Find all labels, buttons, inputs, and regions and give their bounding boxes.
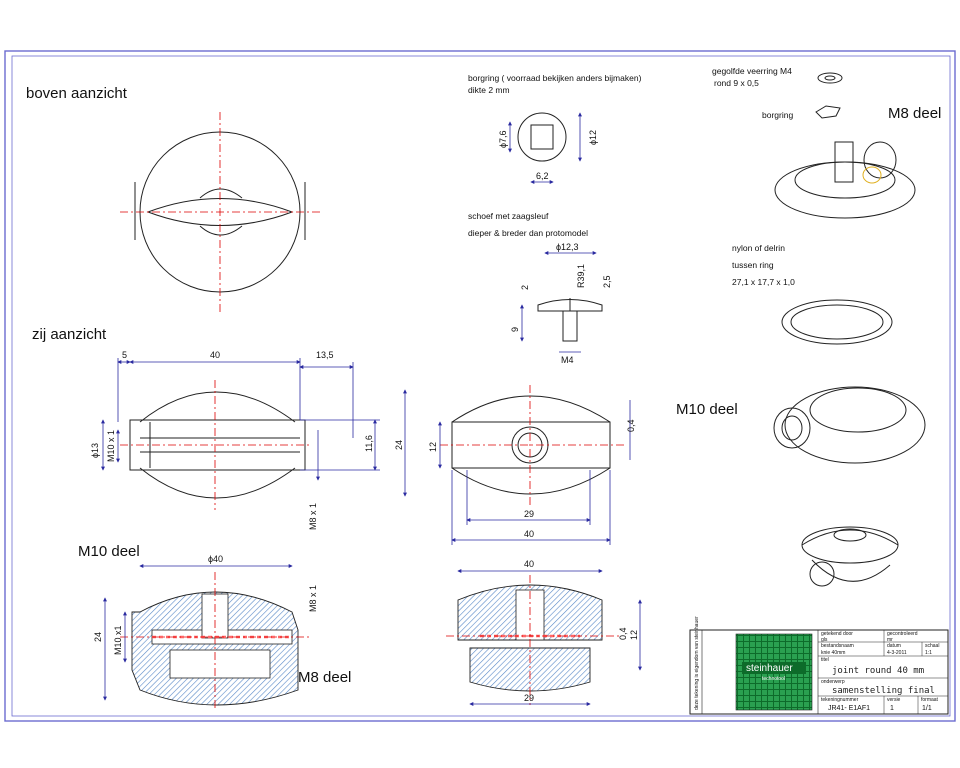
dim-m4: M4 [561, 355, 574, 365]
dim-screw-2: 2 [520, 285, 530, 290]
end-view: 12 0,4 29 40 [428, 385, 636, 545]
note-veerring-2: rond 9 x 0,5 [714, 78, 759, 88]
tb-title: joint round 40 mm [832, 666, 924, 676]
tb-drawing-no-label: tekeningnummer [821, 697, 859, 703]
title-block: deze tekening is eigendom van steinhauer… [689, 616, 949, 715]
tb-format-label: formaat [921, 697, 939, 703]
dim-sec-m8: M8 x 1 [308, 585, 318, 612]
dim-5: 5 [122, 350, 127, 360]
dim-r39-1: R39,1 [576, 264, 586, 288]
view-label-m8-section: M8 deel [298, 669, 351, 686]
dim-end-40: 40 [524, 529, 534, 539]
iso-views: gegolfde veerring M4 rond 9 x 0,5 borgri… [676, 66, 941, 587]
note-borgring-iso: borgring [762, 110, 793, 120]
dim-sec2-40: 40 [524, 559, 534, 569]
dim-m10: M10 x 1 [106, 430, 116, 462]
dim-40: 40 [210, 350, 220, 360]
note-borgring-2: dikte 2 mm [468, 85, 510, 95]
view-label-m10-section: M10 deel [78, 543, 140, 560]
dim-sec-m10: M10 x1 [113, 625, 123, 655]
top-view: boven aanzicht [26, 85, 320, 312]
dim-sec-24: 24 [93, 632, 103, 642]
note-veerring-1: gegolfde veerring M4 [712, 66, 792, 76]
note-nylon-1: nylon of delrin [732, 243, 785, 253]
dim-6-2: 6,2 [536, 171, 549, 181]
outer-border [4, 50, 956, 722]
tb-title-label: titel [821, 657, 829, 663]
dim-screw-9: 9 [510, 327, 520, 332]
section-end: 40 12 0,4 29 [446, 559, 642, 706]
dim-end-29: 29 [524, 509, 534, 519]
dim-end-0-4: 0,4 [626, 419, 636, 432]
view-label-side: zij aanzicht [32, 326, 107, 343]
company-name: steinhauer [746, 663, 793, 674]
section-m10: M10 deel ϕ40 24 M10 x1 M8 x 1 M8 deel [78, 543, 351, 710]
tb-scale-label: schaal [925, 643, 939, 649]
inner-border [11, 55, 951, 717]
dim-phi7-6: ϕ7,6 [498, 130, 508, 148]
borgring-detail: borgring ( voorraad bekijken anders bijm… [468, 73, 642, 184]
tb-drawn-by-label: getekend door [821, 631, 853, 637]
dim-sec2-0-4: 0,4 [618, 627, 628, 640]
dim-sec2-12: 12 [629, 630, 639, 640]
view-label-m10-iso: M10 deel [676, 401, 738, 418]
tb-checked-label: gecontroleerd [887, 631, 918, 637]
tb-filename: knie 40mm [821, 650, 845, 656]
tb-version: 1 [890, 705, 894, 712]
dim-sec2-29: 29 [524, 693, 534, 703]
dim-end-12: 12 [428, 442, 438, 452]
view-label-m8-iso: M8 deel [888, 105, 941, 122]
tb-drawn-by: gls [821, 637, 828, 643]
dim-sec-phi40: ϕ40 [208, 554, 223, 564]
tb-drawing-no: JR41- E1AF1 [828, 705, 870, 712]
tb-subtitle-label: onderwerp [821, 679, 845, 685]
tb-date: 4-3-2011 [887, 650, 907, 656]
side-view: zij aanzicht 5 40 13,5 ϕ13 M10 x 1 11,6 … [32, 326, 407, 530]
note-schoef-1: schoef met zaagsleuf [468, 211, 549, 221]
dim-13-5: 13,5 [316, 350, 334, 360]
view-label-top: boven aanzicht [26, 85, 128, 102]
tb-format: 1/1 [922, 705, 932, 712]
tb-scale: 1:1 [925, 650, 932, 656]
dim-phi12-3: ϕ12,3 [556, 242, 579, 252]
dim-phi12: ϕ12 [588, 130, 598, 145]
note-borgring-1: borgring ( voorraad bekijken anders bijm… [468, 73, 642, 83]
dim-11-6: 11,6 [364, 435, 374, 452]
tb-checked: mr [887, 637, 893, 643]
disclaimer-text: deze tekening is eigendom van steinhauer [694, 616, 700, 710]
note-nylon-2: tussen ring [732, 260, 774, 270]
tb-version-label: versie [887, 697, 901, 703]
dim-m8: M8 x 1 [308, 503, 318, 530]
note-nylon-3: 27,1 x 17,7 x 1,0 [732, 277, 795, 287]
screw-detail: schoef met zaagsleuf dieper & breder dan… [468, 211, 612, 365]
tb-subtitle: samenstelling final [832, 686, 935, 696]
note-schoef-2: dieper & breder dan protomodel [468, 228, 588, 238]
dim-screw-2-5: 2,5 [602, 275, 612, 288]
tb-date-label: datum [887, 643, 901, 649]
dim-24: 24 [394, 440, 404, 450]
dim-phi13: ϕ13 [90, 443, 100, 458]
company-sub: technotool [762, 676, 785, 682]
tb-filename-label: bestandsnaam [821, 643, 854, 649]
